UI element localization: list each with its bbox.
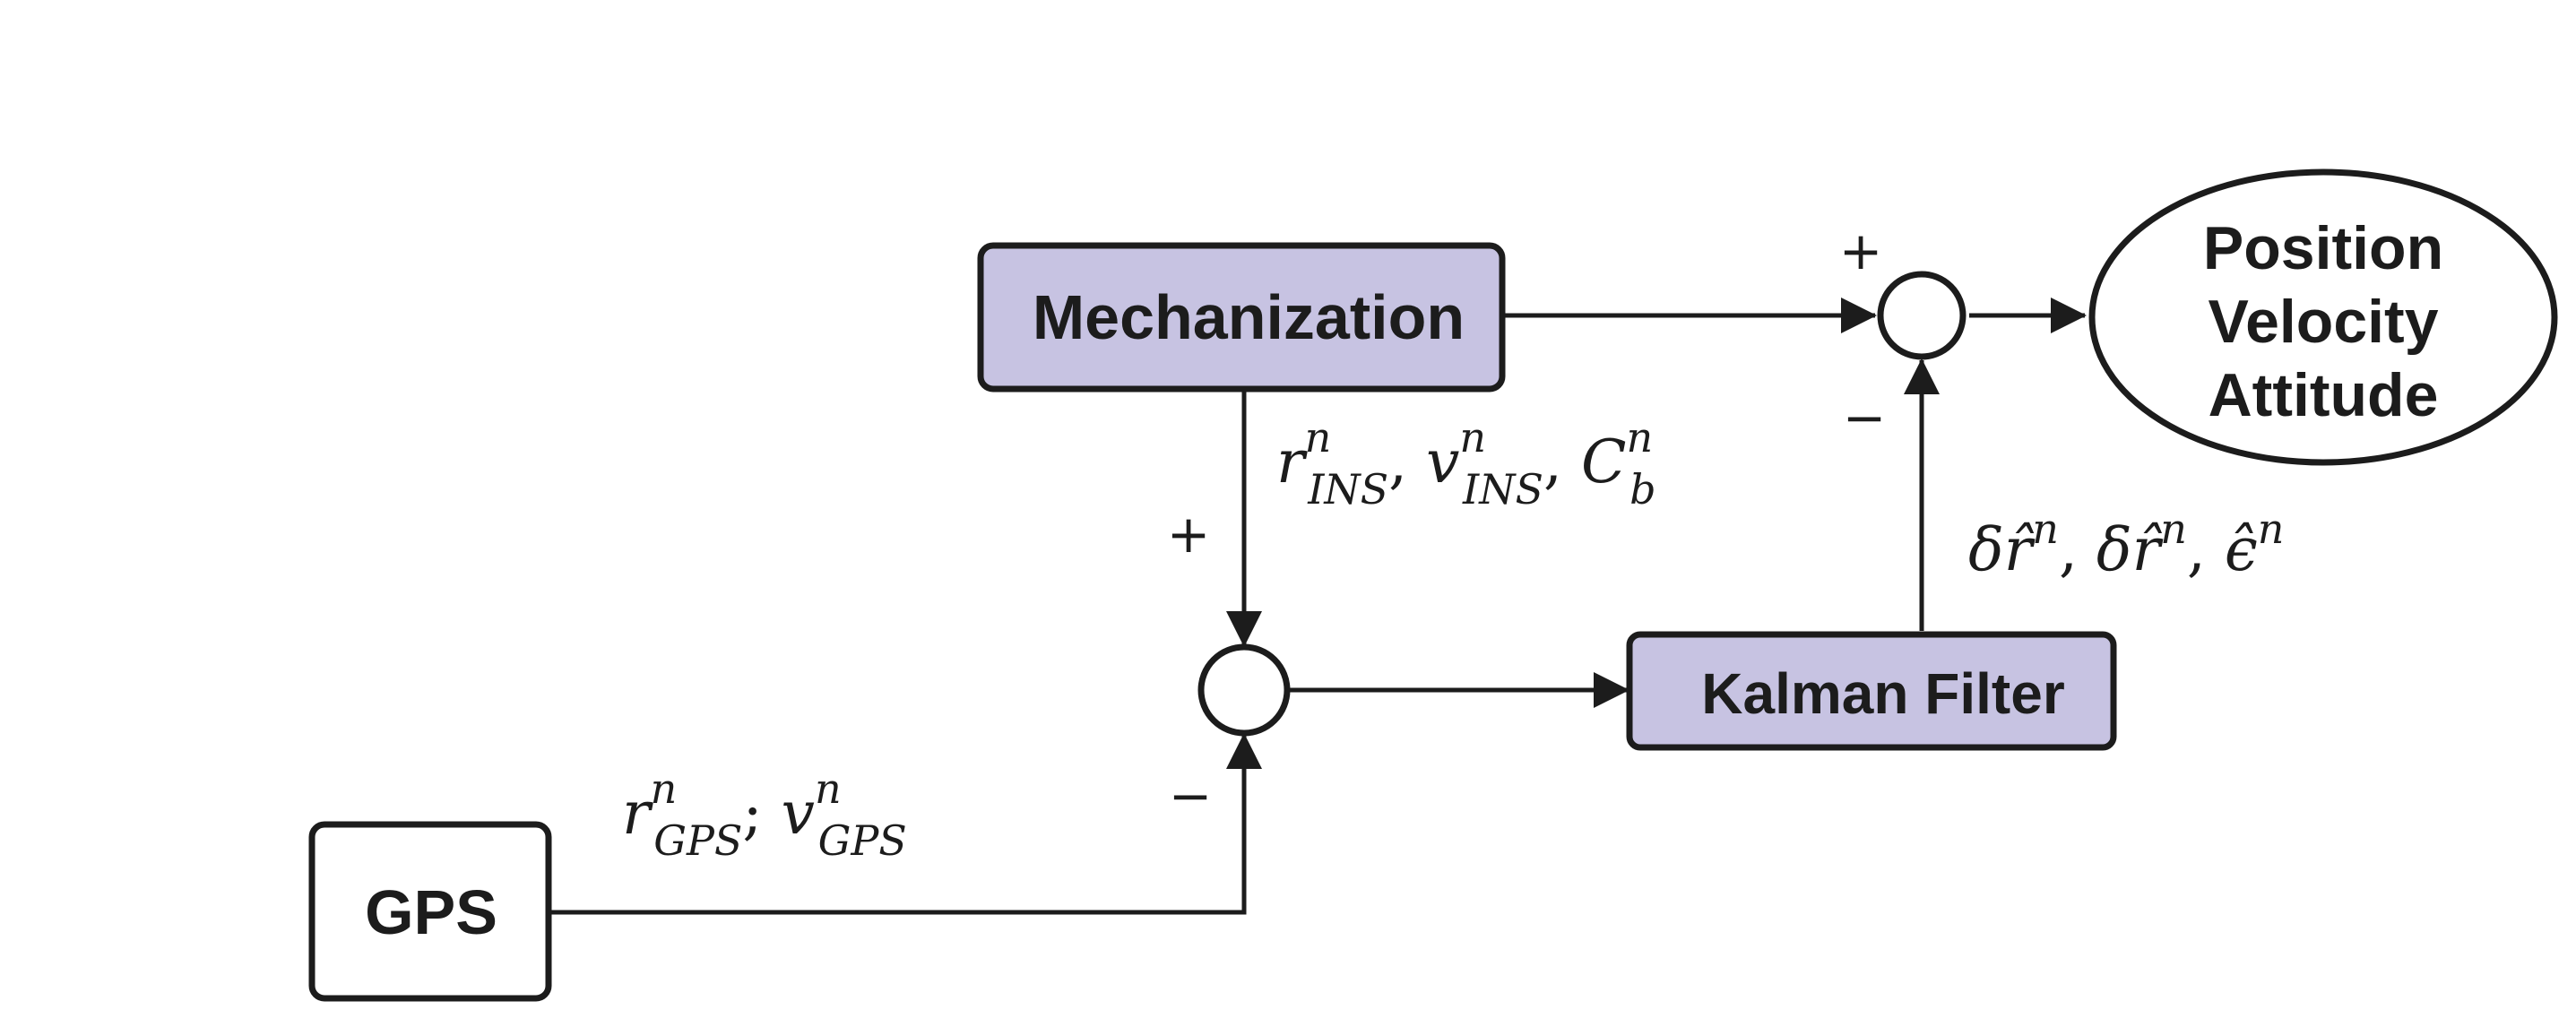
- gps-label: GPS: [365, 877, 497, 947]
- output-ellipse: Position Velocity Attitude: [2088, 168, 2558, 466]
- error-sum-plus-sign: +: [1167, 504, 1211, 565]
- gps-to-error-sum-arrow: [549, 733, 1262, 915]
- mechanization-block: Mechanization: [977, 242, 1506, 393]
- output-summing-junction: [1877, 271, 1967, 360]
- output-label-velocity: Velocity: [2208, 288, 2438, 356]
- correction-signal-label: δr̂n, δr̂n, ϵ̂n: [1968, 505, 2284, 584]
- output-sum-plus-sign: +: [1839, 220, 1883, 281]
- output-label-attitude: Attitude: [2209, 361, 2439, 429]
- error-sum-minus-sign: −: [1169, 765, 1213, 826]
- error-summing-junction: [1197, 643, 1291, 737]
- mechanization-label: Mechanization: [1033, 282, 1465, 352]
- gps-block: GPS: [308, 821, 552, 1002]
- kalman-filter-block: Kalman Filter: [1626, 631, 2117, 751]
- kalman-filter-label: Kalman Filter: [1701, 661, 2064, 726]
- output-sum-minus-sign: −: [1843, 387, 1887, 448]
- output-label-position: Position: [2203, 214, 2443, 282]
